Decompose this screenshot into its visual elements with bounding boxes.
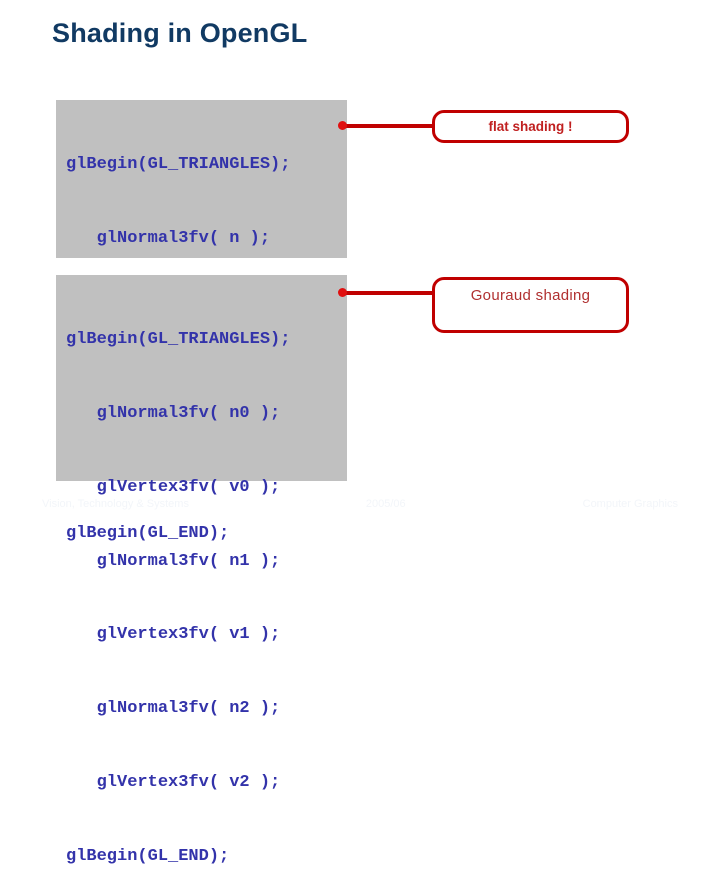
footer-right: Computer Graphics <box>582 498 678 510</box>
code-line: glBegin(GL_TRIANGLES); <box>66 330 291 350</box>
connector-line-flat <box>344 124 434 128</box>
callout-gouraud-shading: Gouraud shading <box>432 277 629 333</box>
footer-left: Vision, Technology & Systems <box>42 498 189 510</box>
code-block-flat-shading: glBegin(GL_TRIANGLES); glNormal3fv( n );… <box>56 100 347 543</box>
connector-line-gouraud <box>344 291 434 295</box>
callout-label: flat shading ! <box>488 119 573 134</box>
code-line: glBegin(GL_TRIANGLES); <box>66 155 291 175</box>
callout-flat-shading: flat shading ! <box>432 110 629 143</box>
slide-footer: Vision, Technology & Systems 2005/06 Com… <box>0 498 720 510</box>
code-line: glBegin(GL_END); <box>66 846 230 866</box>
code-line: glVertex3fv( v1 ); <box>66 625 281 645</box>
page-title: Shading in OpenGL <box>52 18 308 48</box>
code-block-gouraud-shading: glBegin(GL_TRIANGLES); glNormal3fv( n0 )… <box>56 275 347 866</box>
code-line: glNormal3fv( n2 ); <box>66 699 281 719</box>
callout-label: Gouraud shading <box>470 287 591 304</box>
code-line: glBegin(GL_END); <box>66 524 230 544</box>
connector-dot-gouraud <box>338 288 347 297</box>
code-line: glVertex3fv( v2 ); <box>66 772 281 792</box>
code-line: glNormal3fv( n1 ); <box>66 551 281 571</box>
connector-dot-flat <box>338 121 347 130</box>
code-line: glVertex3fv( v0 ); <box>66 477 281 497</box>
code-line: glNormal3fv( n ); <box>66 228 271 248</box>
code-line: glNormal3fv( n0 ); <box>66 403 281 423</box>
footer-center: 2005/06 <box>365 498 406 510</box>
